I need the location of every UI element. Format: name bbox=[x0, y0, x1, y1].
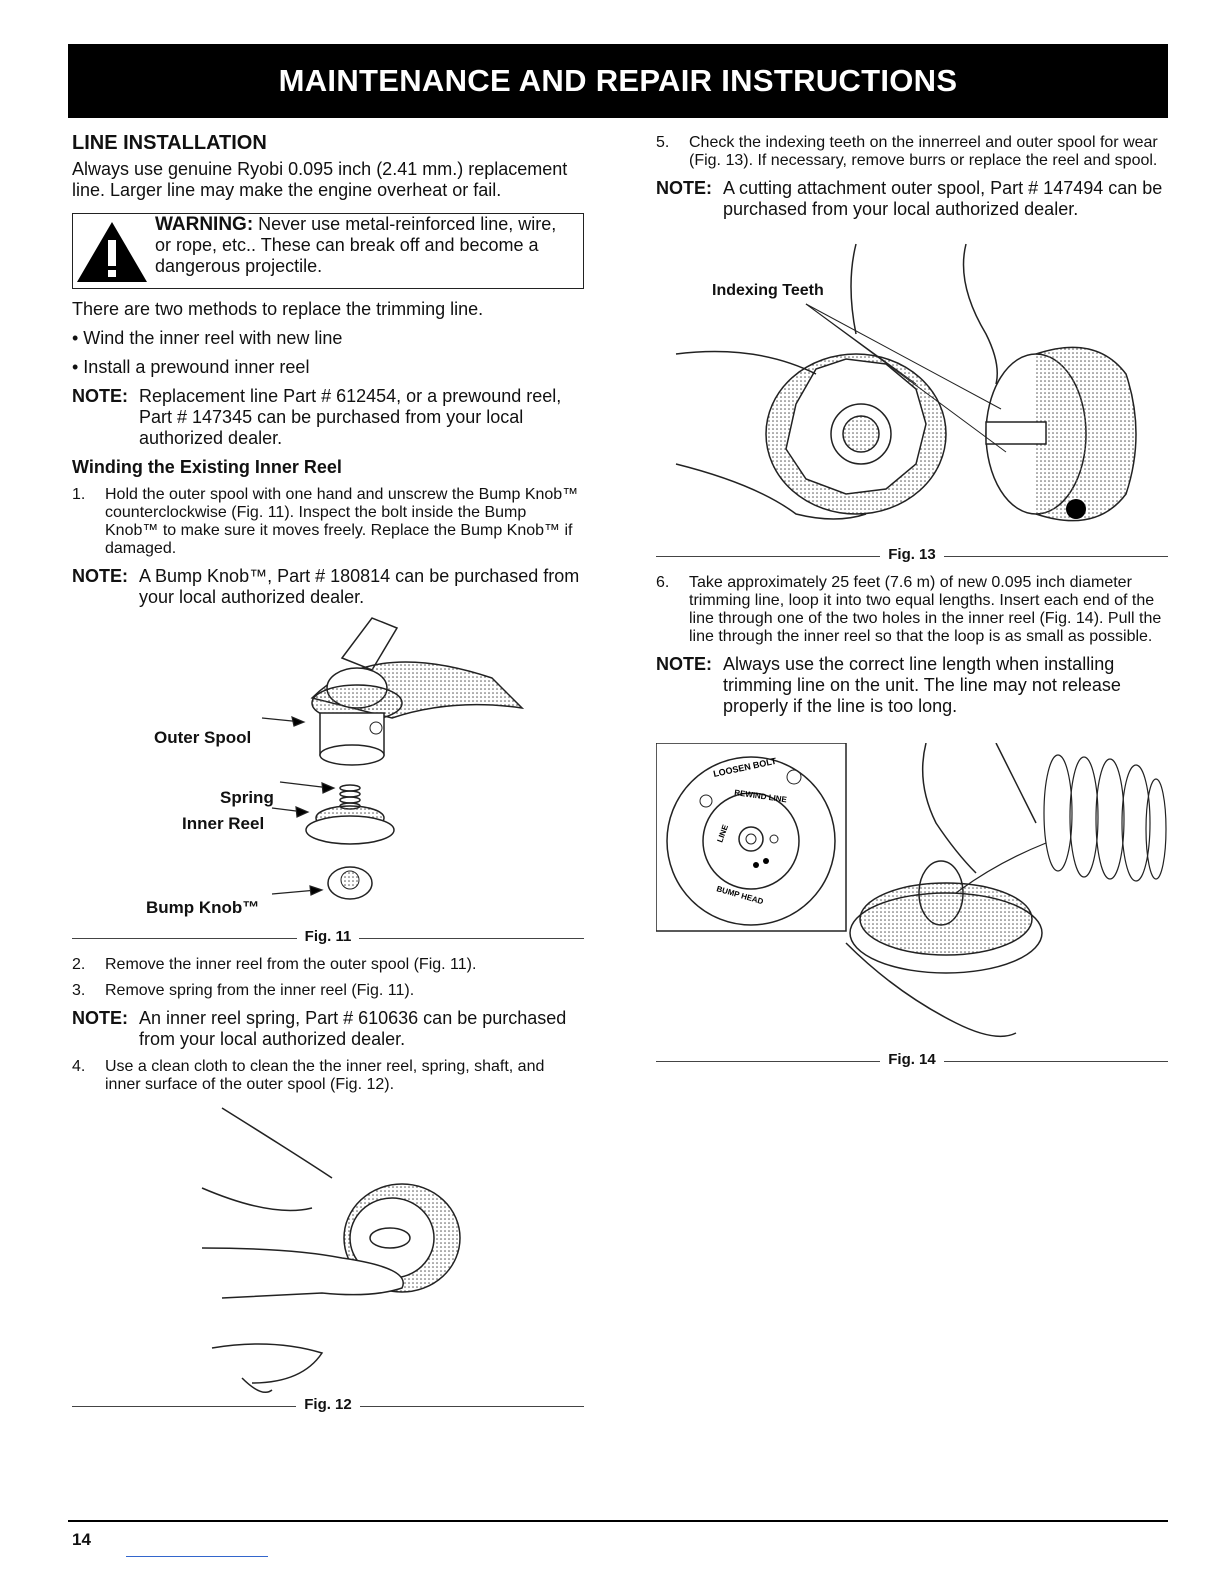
step-number: 2. bbox=[72, 956, 86, 973]
note-text: Replacement line Part # 612454, or a pre… bbox=[139, 386, 562, 448]
label-inner-reel: Inner Reel bbox=[182, 814, 265, 833]
figure-12 bbox=[72, 1098, 584, 1394]
step-2: 2. Remove the inner reel from the outer … bbox=[72, 956, 584, 974]
note-label: NOTE: bbox=[656, 178, 712, 198]
figure-caption-text: Fig. 12 bbox=[296, 1396, 360, 1413]
warning-body: Never use metal-reinforced line, wire, o… bbox=[155, 214, 557, 276]
warning-label: WARNING: bbox=[155, 214, 254, 235]
indexing-teeth-illustration bbox=[675, 243, 1137, 522]
methods-intro: There are two methods to replace the tri… bbox=[72, 299, 484, 319]
note-label: NOTE: bbox=[656, 654, 712, 674]
note-text: A cutting attachment outer spool, Part #… bbox=[723, 178, 1163, 219]
figure-caption: Fig. 13 bbox=[656, 546, 1168, 566]
note-text: An inner reel spring, Part # 610636 can … bbox=[139, 1008, 567, 1049]
step-text: Remove spring from the inner reel (Fig. … bbox=[105, 982, 415, 999]
step-text: Remove the inner reel from the outer spo… bbox=[105, 956, 477, 973]
step-text: Take approximately 25 feet (7.6 m) of ne… bbox=[689, 574, 1162, 645]
footer-link-underline bbox=[126, 1556, 268, 1557]
step-3: 3. Remove spring from the inner reel (Fi… bbox=[72, 982, 584, 1000]
note-outer-spool: NOTE: A cutting attachment outer spool, … bbox=[656, 178, 1168, 220]
exploded-spool-illustration bbox=[261, 617, 525, 900]
figure-caption: Fig. 14 bbox=[656, 1051, 1168, 1071]
step-number: 4. bbox=[72, 1058, 86, 1075]
label-spring: Spring bbox=[220, 788, 274, 807]
note-label: NOTE: bbox=[72, 1008, 128, 1028]
label-outer-spool: Outer Spool bbox=[154, 728, 252, 747]
figure-13: Indexing Teeth bbox=[656, 224, 1168, 544]
note-text: A Bump Knob™, Part # 180814 can be purch… bbox=[139, 566, 580, 607]
bullet-item: • Install a prewound inner reel bbox=[72, 357, 310, 377]
label-bump-knob: Bump Knob™ bbox=[146, 898, 260, 917]
subsection-title: Winding the Existing Inner Reel bbox=[72, 457, 342, 477]
step-number: 3. bbox=[72, 982, 86, 999]
note-replacement-line: NOTE: Replacement line Part # 612454, or… bbox=[72, 386, 584, 449]
note-line-length: NOTE: Always use the correct line length… bbox=[656, 654, 1168, 717]
bullet-item: • Wind the inner reel with new line bbox=[72, 328, 343, 348]
header-banner: MAINTENANCE AND REPAIR INSTRUCTIONS bbox=[68, 44, 1168, 118]
step-6: 6. Take approximately 25 feet (7.6 m) of… bbox=[656, 574, 1168, 646]
figure-caption-text: Fig. 11 bbox=[296, 928, 360, 945]
figure-caption-text: Fig. 14 bbox=[880, 1051, 944, 1068]
warning-triangle-icon bbox=[77, 222, 147, 282]
warning-text: WARNING: Never use metal-reinforced line… bbox=[155, 214, 573, 277]
page-number: 14 bbox=[72, 1530, 91, 1549]
step-text: Use a clean cloth to clean the the inner… bbox=[105, 1058, 545, 1093]
note-reel-spring: NOTE: An inner reel spring, Part # 61063… bbox=[72, 1008, 584, 1050]
step-5: 5. Check the indexing teeth on the inner… bbox=[656, 134, 1168, 170]
step-text: Check the indexing teeth on the innerree… bbox=[689, 134, 1158, 169]
figure-caption: Fig. 12 bbox=[72, 1396, 584, 1416]
step-number: 6. bbox=[656, 574, 670, 591]
footer-rule bbox=[68, 1520, 1168, 1522]
note-label: NOTE: bbox=[72, 566, 128, 586]
figure-caption-text: Fig. 13 bbox=[880, 546, 944, 563]
page-title: MAINTENANCE AND REPAIR INSTRUCTIONS bbox=[278, 63, 958, 98]
note-text: Always use the correct line length when … bbox=[723, 654, 1121, 716]
step-number: 5. bbox=[656, 134, 670, 151]
left-column: LINE INSTALLATION Always use genuine Ryo… bbox=[72, 130, 584, 1416]
line-loading-illustration: LOOSEN BOLT REWIND LINE BUMP HEAD LINE bbox=[656, 743, 1167, 1038]
note-bump-knob: NOTE: A Bump Knob™, Part # 180814 can be… bbox=[72, 566, 584, 608]
section-title: LINE INSTALLATION bbox=[72, 132, 267, 154]
cleaning-spool-illustration bbox=[201, 1107, 461, 1393]
note-label: NOTE: bbox=[72, 386, 128, 406]
intro-paragraph: Always use genuine Ryobi 0.095 inch (2.4… bbox=[72, 159, 568, 200]
step-4: 4. Use a clean cloth to clean the the in… bbox=[72, 1058, 584, 1094]
figure-11: Outer Spool Spring Inner Reel Bump Knob™ bbox=[72, 608, 584, 926]
right-column: 5. Check the indexing teeth on the inner… bbox=[656, 130, 1168, 1071]
step-1: 1. Hold the outer spool with one hand an… bbox=[72, 486, 584, 558]
label-indexing-teeth: Indexing Teeth bbox=[712, 282, 824, 299]
step-text: Hold the outer spool with one hand and u… bbox=[105, 486, 579, 557]
step-number: 1. bbox=[72, 486, 86, 503]
warning-box: WARNING: Never use metal-reinforced line… bbox=[72, 213, 584, 289]
figure-caption: Fig. 11 bbox=[72, 928, 584, 948]
figure-14: LOOSEN BOLT REWIND LINE BUMP HEAD LINE bbox=[656, 743, 1168, 1049]
